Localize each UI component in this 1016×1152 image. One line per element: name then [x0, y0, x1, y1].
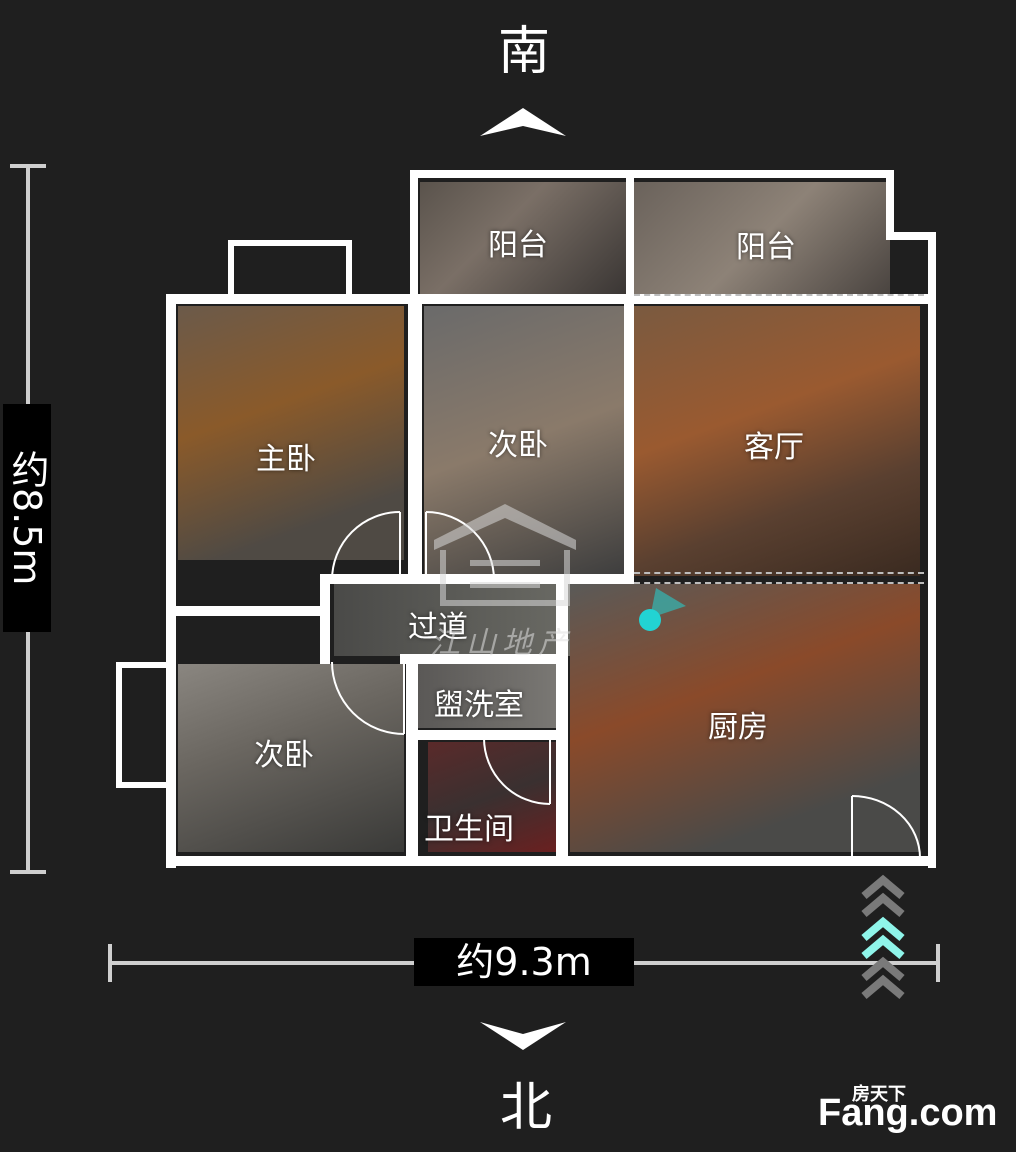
- room-kitchen[interactable]: [570, 584, 920, 852]
- room-second-bedroom-bottom[interactable]: [178, 664, 404, 852]
- up-arrow-icon: [480, 108, 566, 136]
- room-label-washroom: 盥洗室: [434, 688, 524, 723]
- width-dimension-cap-right: [936, 944, 940, 982]
- wall: [166, 294, 930, 304]
- room-label-kitchen: 厨房: [708, 710, 768, 745]
- wall: [886, 232, 936, 240]
- room-living[interactable]: [634, 306, 920, 576]
- wall: [408, 294, 422, 582]
- room-label-corridor: 过道: [408, 610, 468, 645]
- watermark-house-icon: [434, 504, 576, 606]
- wall: [228, 240, 234, 300]
- height-dimension-cap-bottom: [10, 870, 46, 874]
- wall: [624, 294, 634, 580]
- wall: [886, 170, 894, 240]
- wall: [410, 170, 418, 300]
- room-bathroom[interactable]: [428, 742, 556, 852]
- room-label-second-bedroom-top: 次卧: [488, 428, 548, 463]
- door-arc: [483, 737, 551, 805]
- height-dimension-cap-top: [10, 164, 46, 168]
- wall: [346, 240, 352, 300]
- door-arc: [331, 661, 405, 735]
- room-label-balcony-left: 阳台: [488, 228, 548, 263]
- wall: [626, 170, 634, 300]
- wall: [116, 662, 122, 788]
- wall: [116, 662, 170, 668]
- entrance-arrows-icon[interactable]: [860, 872, 906, 1002]
- door-arc: [851, 795, 921, 859]
- width-dimension-cap-left: [108, 944, 112, 982]
- room-master-bedroom[interactable]: [178, 306, 404, 560]
- compass-south-label: 南: [498, 22, 551, 82]
- down-arrow-icon: [480, 1022, 566, 1050]
- room-label-second-bedroom-bottom: 次卧: [254, 738, 314, 773]
- watermark-text: 江山地产: [430, 626, 574, 661]
- room-label-living: 客厅: [744, 430, 804, 465]
- dashed-line: [634, 572, 924, 574]
- wall: [322, 574, 634, 584]
- wall: [116, 782, 170, 788]
- wall: [928, 232, 936, 868]
- compass-north-label: 北: [500, 1078, 553, 1138]
- wall: [400, 654, 566, 664]
- room-balcony-left[interactable]: [420, 182, 626, 294]
- wall: [410, 170, 894, 178]
- room-corridor[interactable]: [334, 584, 570, 656]
- wall: [166, 856, 936, 866]
- brand-logo: Fang.com: [818, 1092, 998, 1134]
- dashed-line: [634, 582, 924, 584]
- wall: [166, 294, 176, 868]
- room-label-master-bedroom: 主卧: [256, 442, 316, 477]
- wall: [320, 574, 330, 664]
- wall: [418, 730, 558, 740]
- location-marker-icon[interactable]: [636, 584, 688, 634]
- wall: [228, 240, 352, 246]
- width-dimension-label: 约9.3m: [414, 938, 634, 986]
- wall: [556, 584, 568, 866]
- wall: [406, 654, 418, 866]
- height-dimension-label: 约8.5m: [3, 404, 51, 632]
- room-label-bathroom: 卫生间: [424, 812, 514, 847]
- room-balcony-right[interactable]: [634, 182, 890, 294]
- dashed-line: [634, 294, 924, 296]
- brand-cn: 房天下: [852, 1084, 906, 1105]
- room-washroom[interactable]: [418, 664, 558, 728]
- wall: [166, 606, 322, 616]
- room-label-balcony-right: 阳台: [736, 230, 796, 265]
- door-arc: [331, 511, 401, 581]
